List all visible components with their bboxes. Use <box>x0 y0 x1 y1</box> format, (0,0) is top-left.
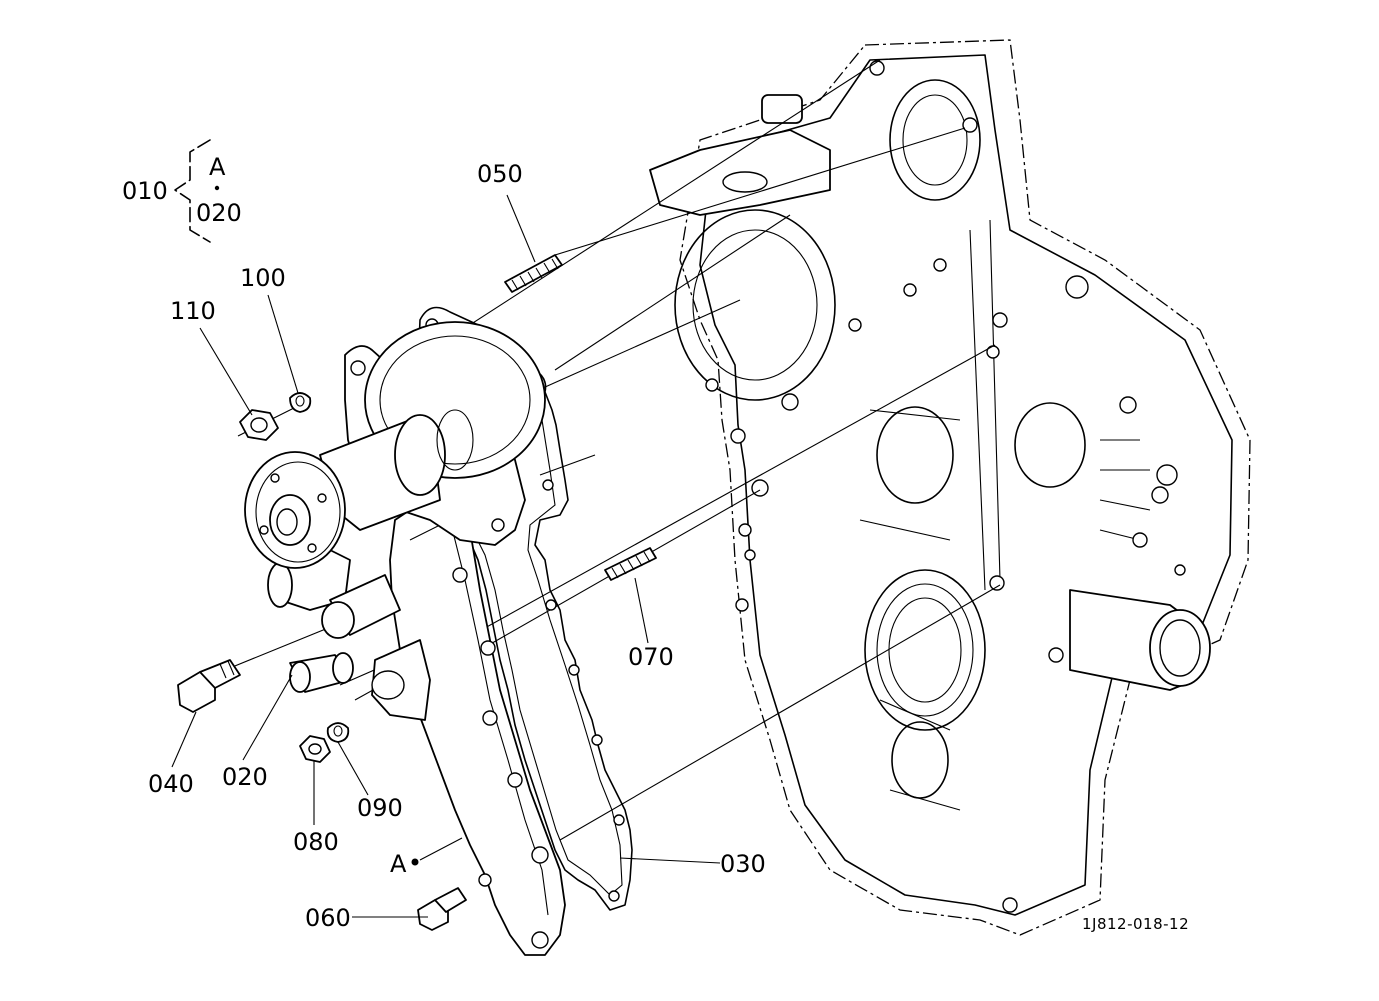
bracket-label-020: 020 <box>196 199 242 227</box>
leader-lines <box>171 139 721 918</box>
callout-090: 090 <box>357 794 403 822</box>
nut-080 <box>299 735 331 763</box>
callout-060: 060 <box>305 904 351 932</box>
callout-100: 100 <box>240 264 286 292</box>
callout-030: 030 <box>720 850 766 878</box>
gear-case-housing <box>649 39 1251 936</box>
callout-040: 040 <box>148 770 194 798</box>
bracket-number-010: 010 <box>122 177 168 205</box>
washer-090 <box>326 722 350 743</box>
stud-050 <box>504 254 563 293</box>
callout-070: 070 <box>628 643 674 671</box>
callout-A: A <box>390 850 407 878</box>
stud-070 <box>604 547 657 581</box>
nut-110 <box>239 409 279 441</box>
drawing-code: 1J812-018-12 <box>1082 915 1189 933</box>
bolt-040 <box>177 659 241 713</box>
callout-080: 080 <box>293 828 339 856</box>
callout-050: 050 <box>477 160 523 188</box>
callout-110: 110 <box>170 297 216 325</box>
pipe-020 <box>289 652 354 693</box>
bolt-060 <box>417 887 467 931</box>
washer-100 <box>289 392 312 413</box>
bracket-label-A: A <box>209 153 226 181</box>
water-pump-assembly <box>244 321 566 956</box>
callout-020: 020 <box>222 763 268 791</box>
